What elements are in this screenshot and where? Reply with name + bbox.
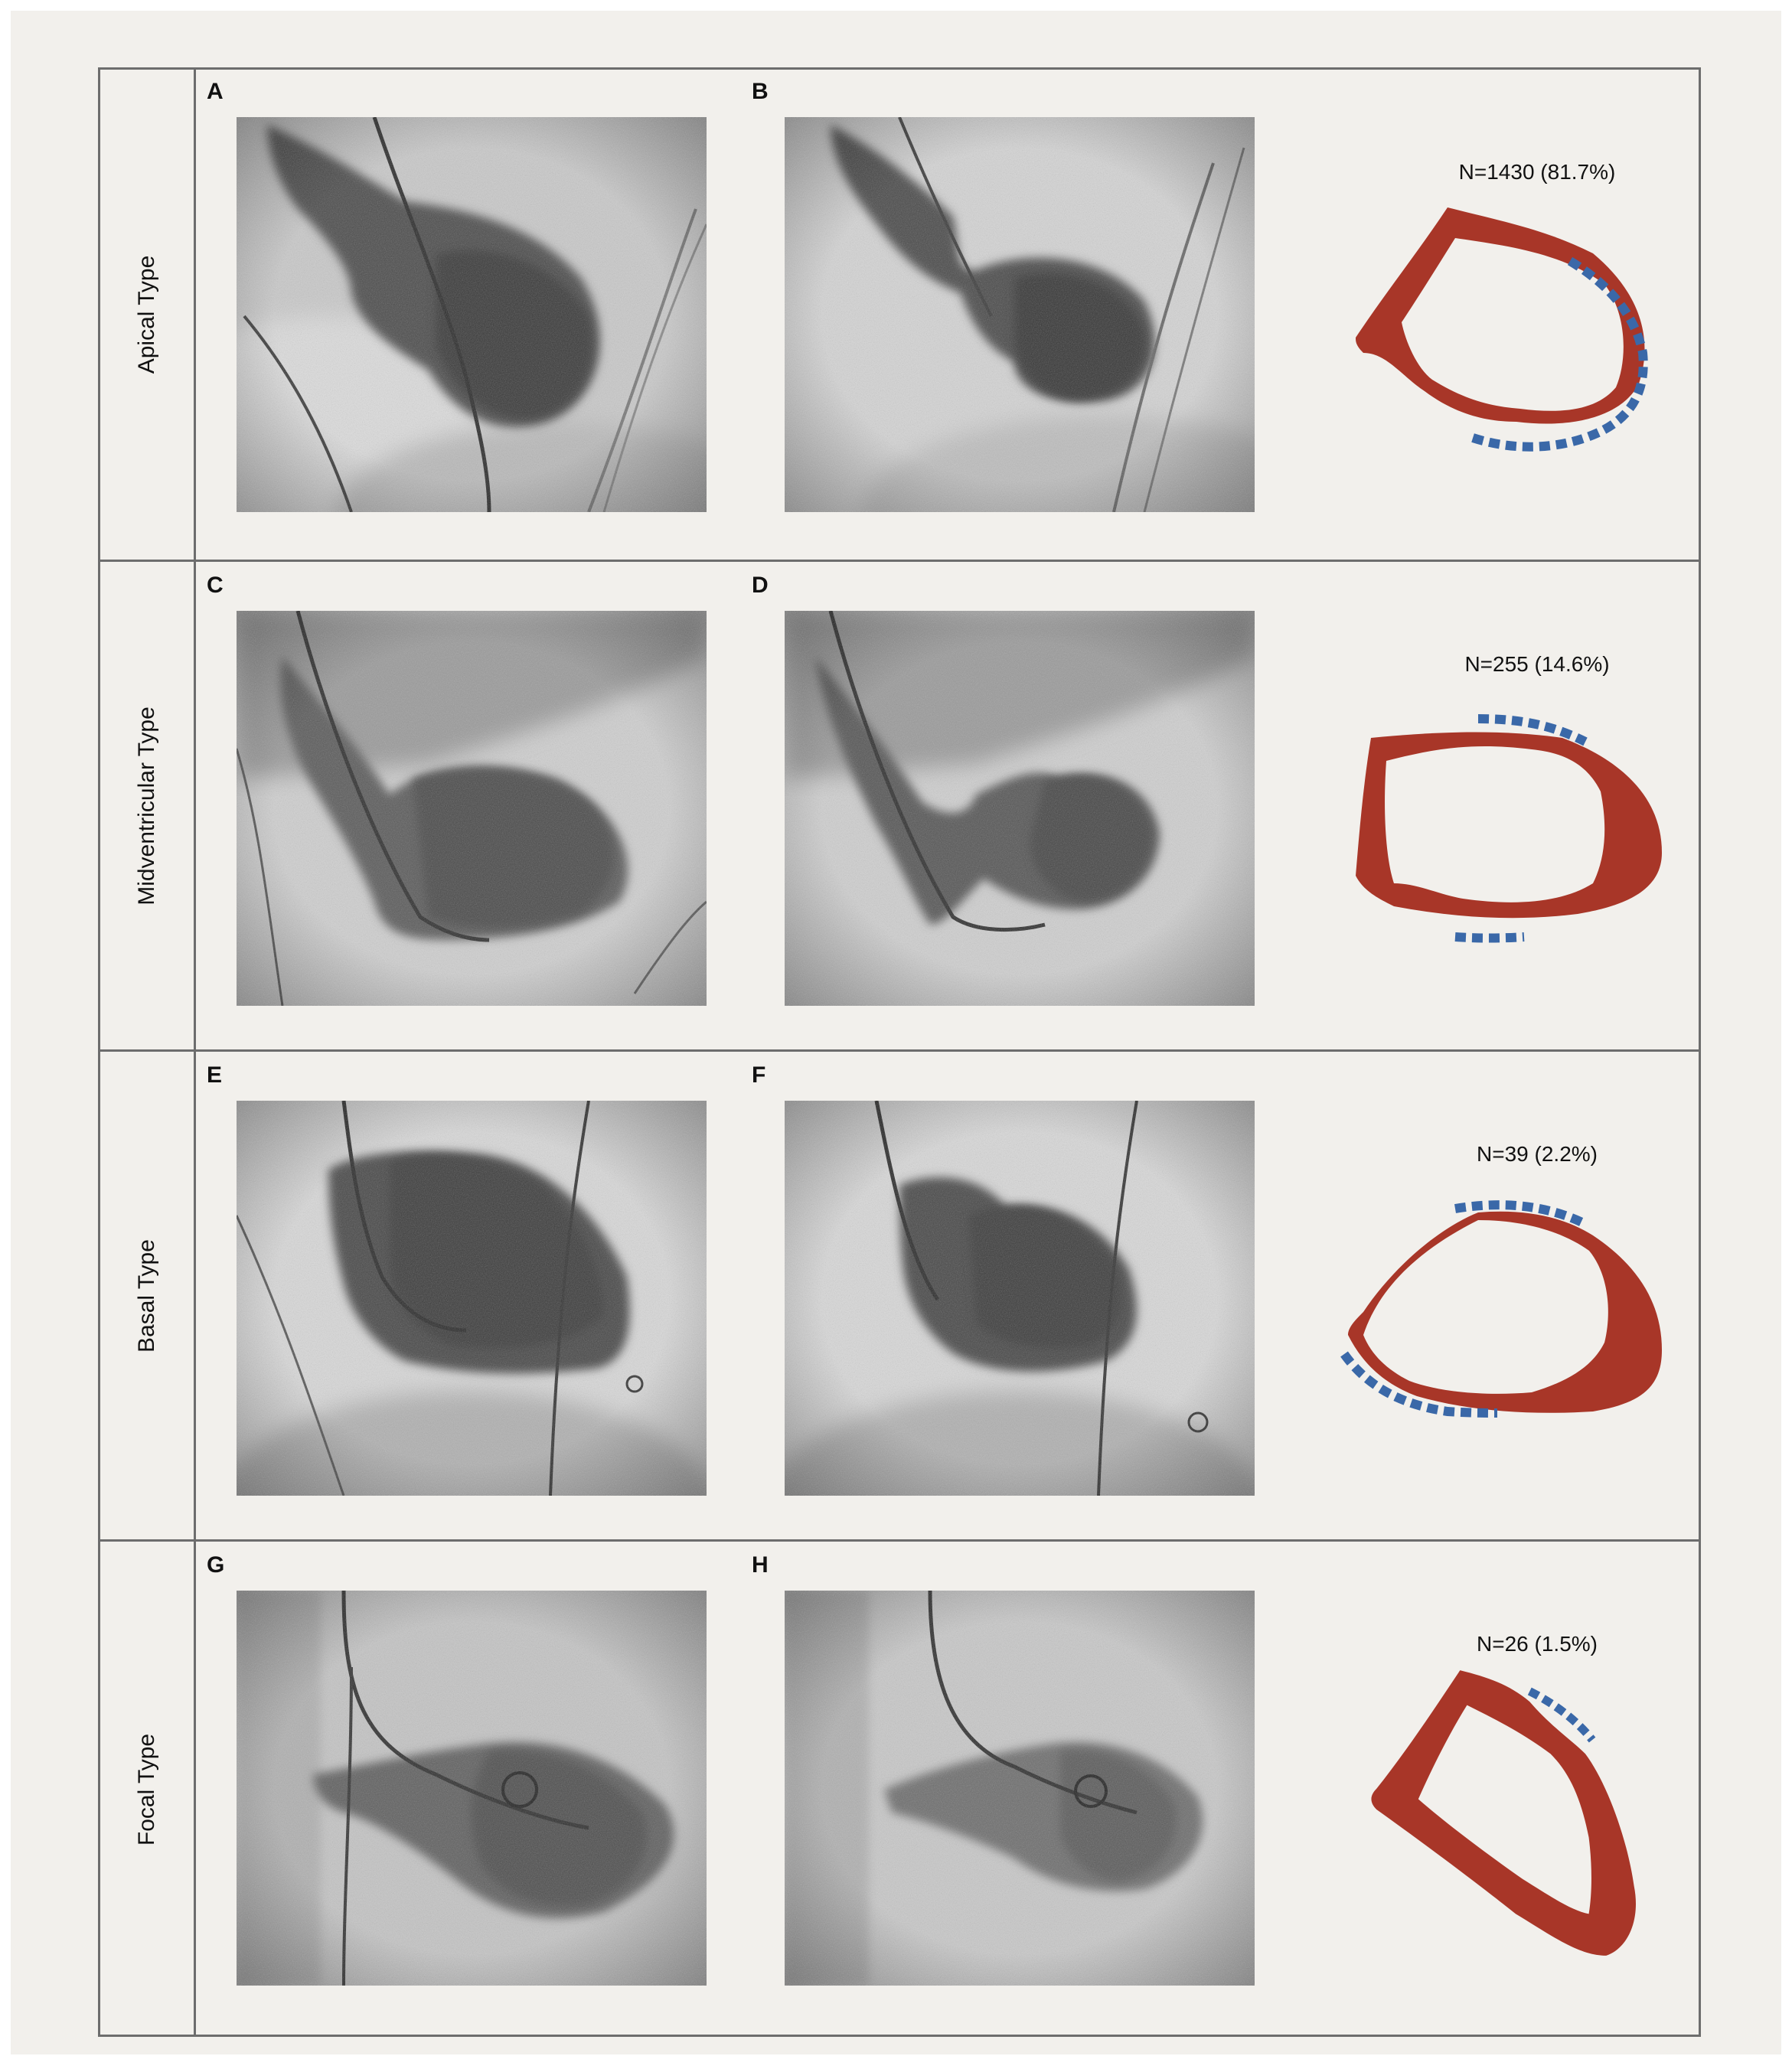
schematic-apical — [1333, 184, 1685, 491]
schematic-basal — [1333, 1167, 1685, 1473]
row-label-midventricular: Midventricular Type — [100, 562, 196, 1049]
schematic-focal — [1333, 1656, 1685, 1963]
count-basal: N=39 (2.2%) — [1477, 1142, 1598, 1166]
row-basal-type: Basal Type E F — [100, 1049, 1699, 1539]
count-focal: N=26 (1.5%) — [1477, 1632, 1598, 1656]
panel-letter-h: H — [752, 1552, 769, 1578]
row-midventricular-type: Midventricular Type C D — [100, 560, 1699, 1049]
row-label-text: Focal Type — [134, 1733, 159, 1845]
panel-letter-b: B — [752, 79, 769, 104]
row-label-apical: Apical Type — [100, 70, 196, 560]
row-label-text: Apical Type — [134, 255, 159, 374]
panel-letter-e: E — [207, 1062, 223, 1088]
count-apical: N=1430 (81.7%) — [1458, 160, 1616, 184]
schematic-midventricular — [1333, 677, 1685, 983]
angiogram-panel-a — [237, 117, 707, 512]
panel-letter-g: G — [207, 1552, 225, 1578]
angiogram-panel-f — [785, 1101, 1255, 1496]
angiogram-panel-h — [785, 1591, 1255, 1986]
angiogram-panel-b — [785, 117, 1255, 512]
figure: Apical Type A B — [11, 11, 1781, 2054]
figure-frame: Apical Type A B — [98, 67, 1701, 2037]
angiogram-panel-g — [237, 1591, 707, 1986]
row-label-focal: Focal Type — [100, 1542, 196, 2037]
row-focal-type: Focal Type G H — [100, 1539, 1699, 2037]
row-label-text: Basal Type — [134, 1238, 159, 1353]
row-label-text: Midventricular Type — [134, 706, 159, 906]
angiogram-panel-e — [237, 1101, 707, 1496]
row-label-basal: Basal Type — [100, 1052, 196, 1539]
row-apical-type: Apical Type A B — [100, 70, 1699, 560]
angiogram-panel-d — [785, 611, 1255, 1006]
panel-letter-a: A — [207, 79, 224, 104]
count-midventricular: N=255 (14.6%) — [1464, 652, 1610, 676]
panel-letter-d: D — [752, 573, 769, 598]
panel-letter-f: F — [752, 1062, 766, 1088]
angiogram-panel-c — [237, 611, 707, 1006]
panel-letter-c: C — [207, 573, 224, 598]
